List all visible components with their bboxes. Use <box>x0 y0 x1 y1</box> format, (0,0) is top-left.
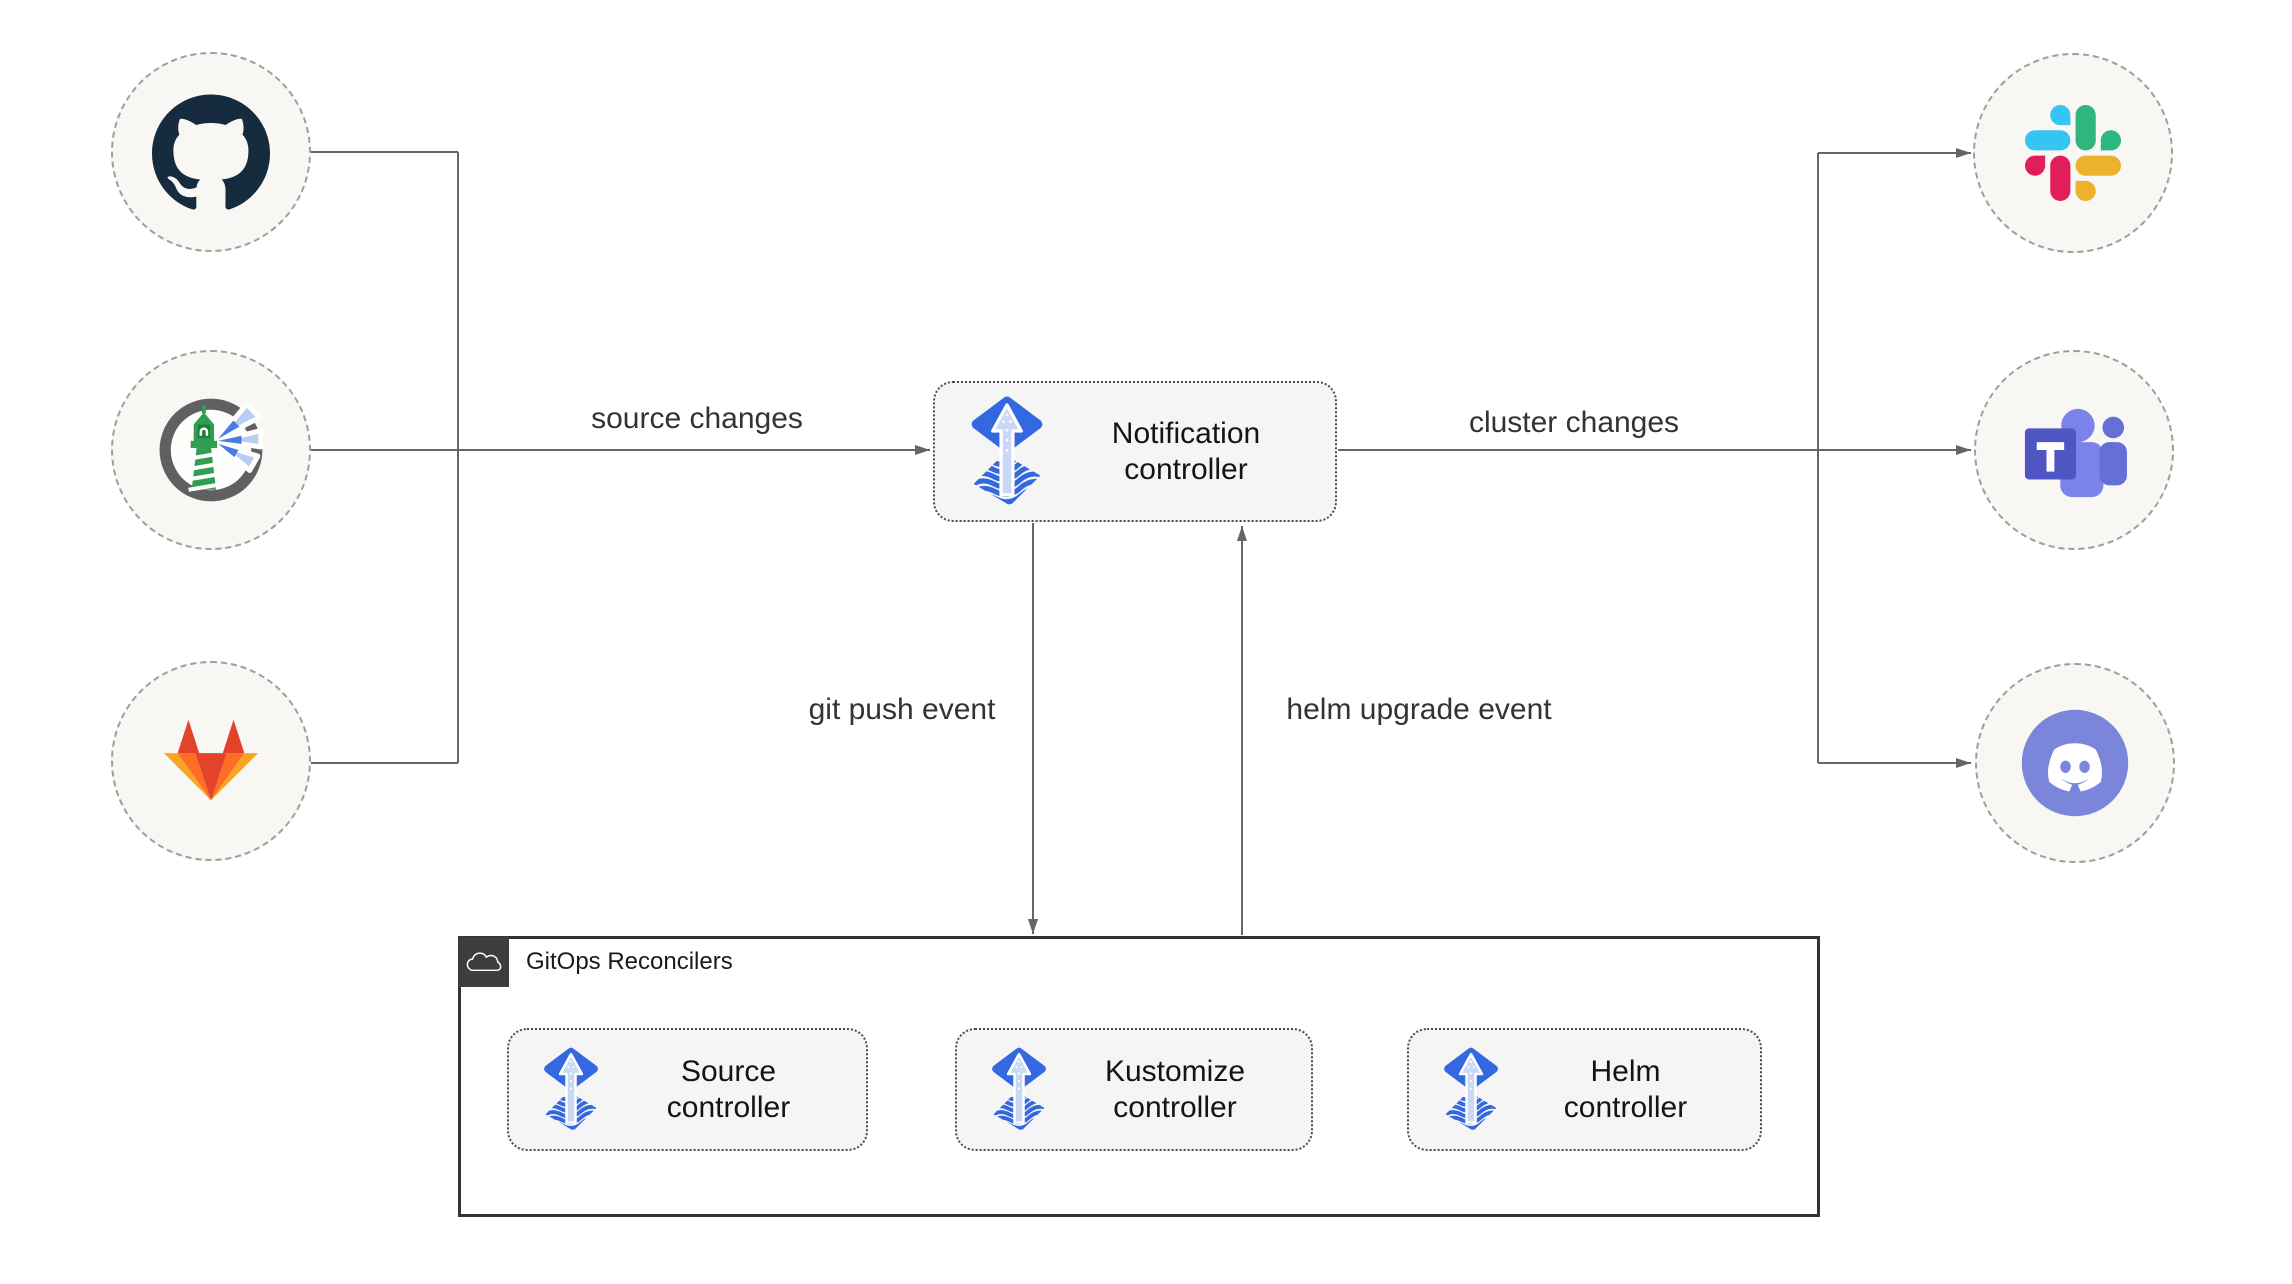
flux-icon <box>965 393 1049 511</box>
harbor-icon <box>159 398 264 502</box>
helm-controller-line2: controller <box>1563 1090 1688 1124</box>
notification-controller-node: Notification controller <box>933 381 1337 522</box>
gitlab-icon <box>163 719 259 801</box>
cluster-changes-label: cluster changes <box>1468 406 1680 439</box>
kustomize-controller-line2: controller <box>1113 1090 1237 1124</box>
helm-controller-line1: Helm <box>1590 1054 1661 1088</box>
gitops-reconcilers-label: GitOps Reconcilers <box>526 948 733 975</box>
harbor-node <box>111 350 311 550</box>
source-controller-line1: Source <box>680 1054 777 1088</box>
github-icon <box>152 94 270 210</box>
helm-upgrade-event-label: helm upgrade event <box>1286 693 1552 726</box>
notification-controller-label: Notification controller <box>1049 416 1323 488</box>
discord-node <box>1975 663 2175 863</box>
ms-teams-icon <box>2024 408 2127 497</box>
flux-icon <box>987 1045 1051 1135</box>
gitlab-node <box>111 661 311 861</box>
source-changes-label: source changes <box>591 402 803 435</box>
discord-icon <box>2021 709 2129 817</box>
teams-node <box>1974 350 2174 550</box>
gitops-reconcilers-badge <box>459 937 509 987</box>
slack-node <box>1973 53 2173 253</box>
slack-icon <box>2025 105 2121 201</box>
kustomize-controller-line1: Kustomize <box>1104 1054 1246 1088</box>
git-push-event-label: git push event <box>808 693 996 726</box>
helm-controller-label: Helm controller <box>1503 1054 1748 1126</box>
source-controller-label: Source controller <box>603 1054 854 1126</box>
flux-icon <box>1439 1045 1503 1135</box>
notification-controller-line2: controller <box>1124 452 1248 486</box>
kustomize-controller-label: Kustomize controller <box>1051 1054 1299 1126</box>
kustomize-controller-node: Kustomize controller <box>955 1028 1313 1151</box>
source-controller-line2: controller <box>666 1090 791 1124</box>
flux-icon <box>539 1045 603 1135</box>
cloud-icon <box>465 950 503 974</box>
notification-controller-line1: Notification <box>1111 416 1261 450</box>
source-controller-node: Source controller <box>507 1028 868 1151</box>
helm-controller-node: Helm controller <box>1407 1028 1762 1151</box>
github-node <box>111 52 311 252</box>
